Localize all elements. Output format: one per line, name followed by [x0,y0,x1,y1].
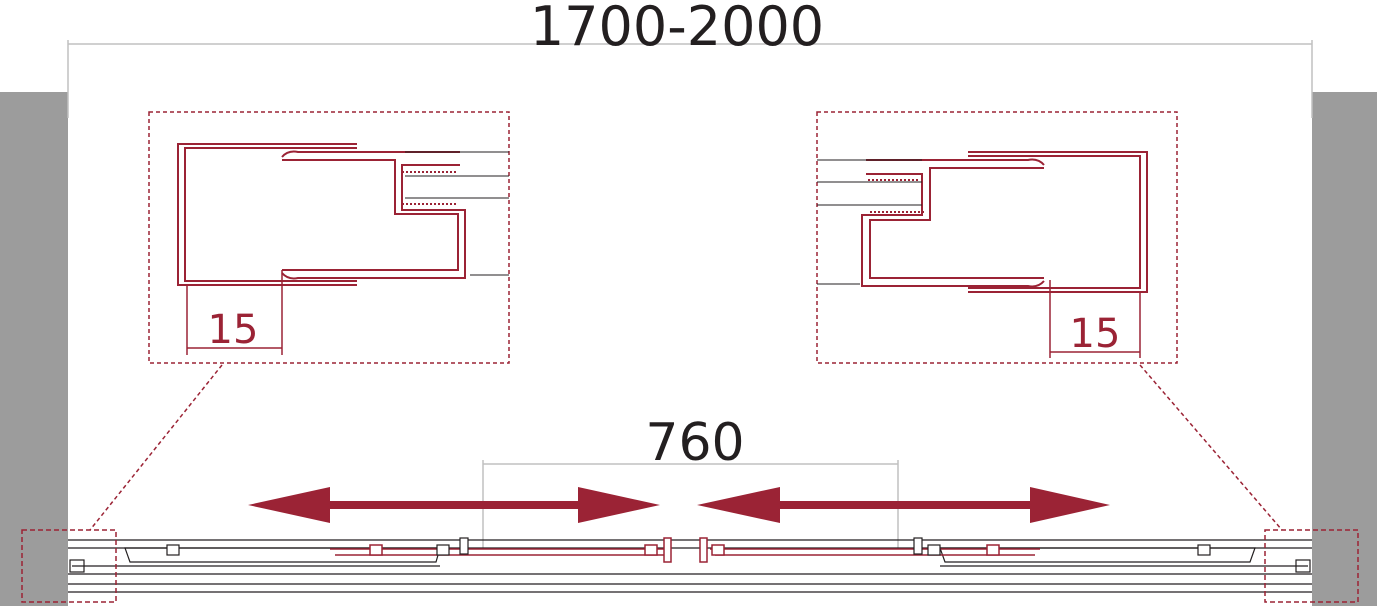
right-detail-frame [816,111,1178,364]
double-headed-arrow-icon [248,487,660,523]
right-corner-detail-marker [1264,529,1359,603]
left-clearance-dimension [186,270,283,355]
right-clearance-label: 15 [1070,311,1121,357]
left-glass-lines [405,151,509,276]
left-detail-callout: 15 [89,111,510,531]
left-wall [0,92,68,606]
sliding-door-rollers [369,537,1000,563]
right-wall-profile [861,151,1148,293]
door-assembly-top-view [68,537,1312,593]
overall-dimension-line [67,40,1313,118]
fixed-glass-panels [72,547,1308,567]
left-corner-detail-marker [21,529,117,603]
overall-width-label: 1700-2000 [530,0,824,58]
right-wall [1312,92,1377,606]
roller-fittings [166,537,1211,556]
right-detail-callout: 15 [816,111,1283,531]
opening-width-label: 760 [645,413,744,473]
wall-profile-ends [69,559,1311,573]
right-glass-lines [817,159,922,285]
sliding-glass-panels [330,548,1040,556]
left-clearance-label: 15 [208,307,259,353]
double-headed-arrow-icon [697,487,1110,523]
right-leader-line [1139,364,1283,531]
right-clearance-dimension [1049,280,1141,358]
left-wall-profile [177,143,466,286]
left-leader-line [89,364,223,531]
left-detail-frame [148,111,510,364]
